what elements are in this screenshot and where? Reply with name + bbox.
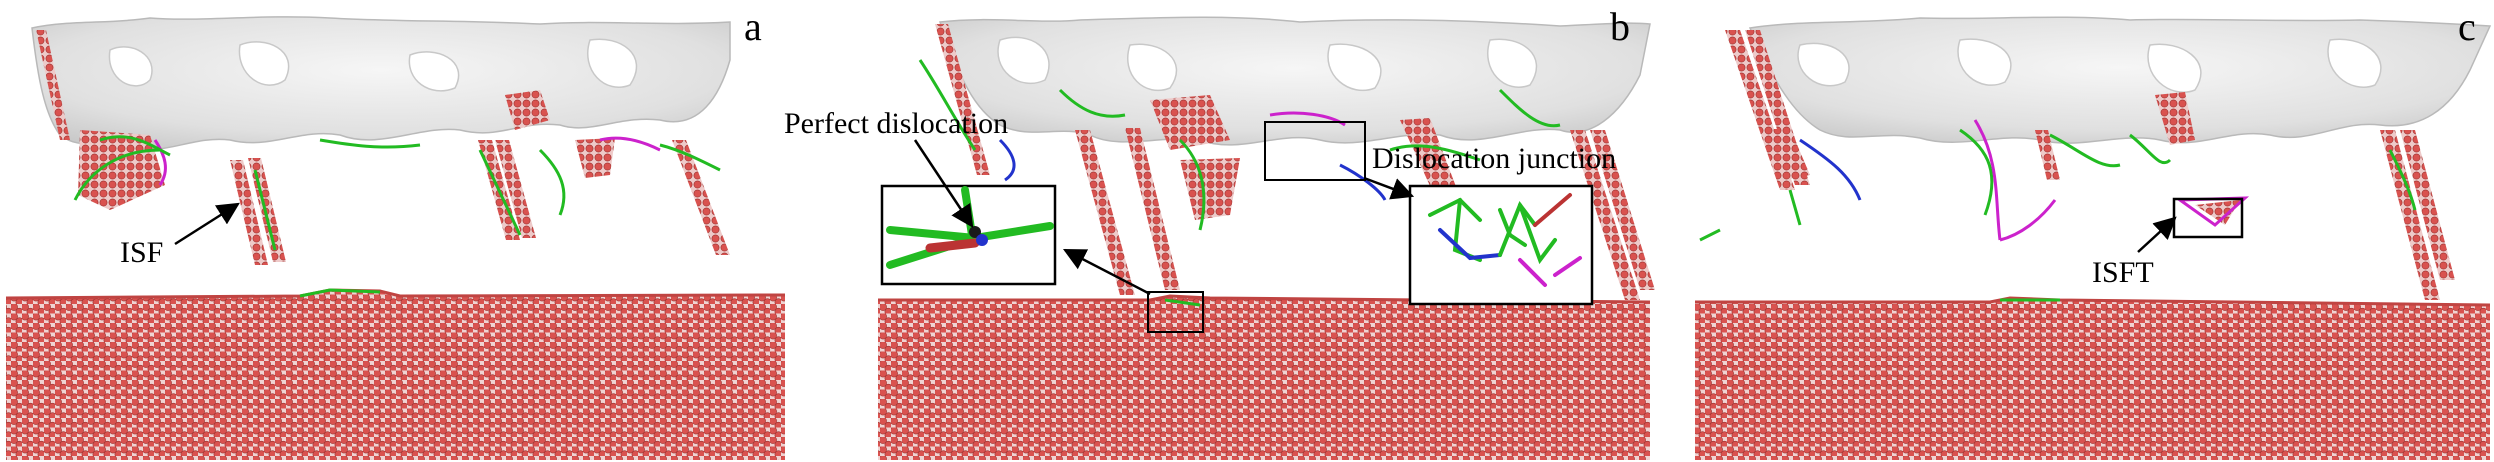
annotation-isft: ISFT <box>2092 256 2154 289</box>
crystal-block <box>878 296 1650 460</box>
callout-box-junction-source <box>1264 121 1366 181</box>
void-holes <box>997 36 1538 91</box>
panel-letter-a: a <box>744 4 762 49</box>
panel-letter-b: b <box>1610 4 1630 49</box>
void-holes <box>108 38 638 92</box>
dislocation-lines <box>918 59 1561 307</box>
callout-box-junction-zoom <box>1408 184 1594 306</box>
zoom-dislocation-junction <box>1428 193 1582 287</box>
panel-a: a ISF <box>5 4 786 460</box>
annotation-dislocation-junction: Dislocation junction <box>1372 142 1616 175</box>
arrow-icon <box>913 139 974 228</box>
void-surface <box>1748 16 2492 144</box>
arrow-icon <box>1363 176 1415 200</box>
annotation-perfect-dislocation: Perfect dislocation <box>784 107 1008 140</box>
crystal-block <box>1695 298 2490 460</box>
interface-line <box>878 294 1651 304</box>
arrow-icon <box>174 202 240 246</box>
arrow-icon <box>2137 216 2177 253</box>
stacking-faults <box>1725 30 2455 300</box>
arrow-icon <box>1063 248 1151 296</box>
interface-line <box>1695 296 2491 307</box>
void-holes <box>1797 38 2382 93</box>
annotation-isf: ISF <box>120 236 163 269</box>
panel-b: b Perfect dislocation Dislocation juncti… <box>784 4 1655 460</box>
crystal-block <box>6 290 785 460</box>
void-surface <box>938 16 1651 146</box>
dislocation-lines <box>73 135 721 251</box>
callout-box-perfect-dislocation-source <box>1147 291 1204 333</box>
shockley-partial-line <box>299 288 381 298</box>
panel-letter-c: c <box>2458 4 2476 49</box>
panel-c: c ISFT <box>1695 4 2492 460</box>
stacking-faults <box>935 24 1655 300</box>
